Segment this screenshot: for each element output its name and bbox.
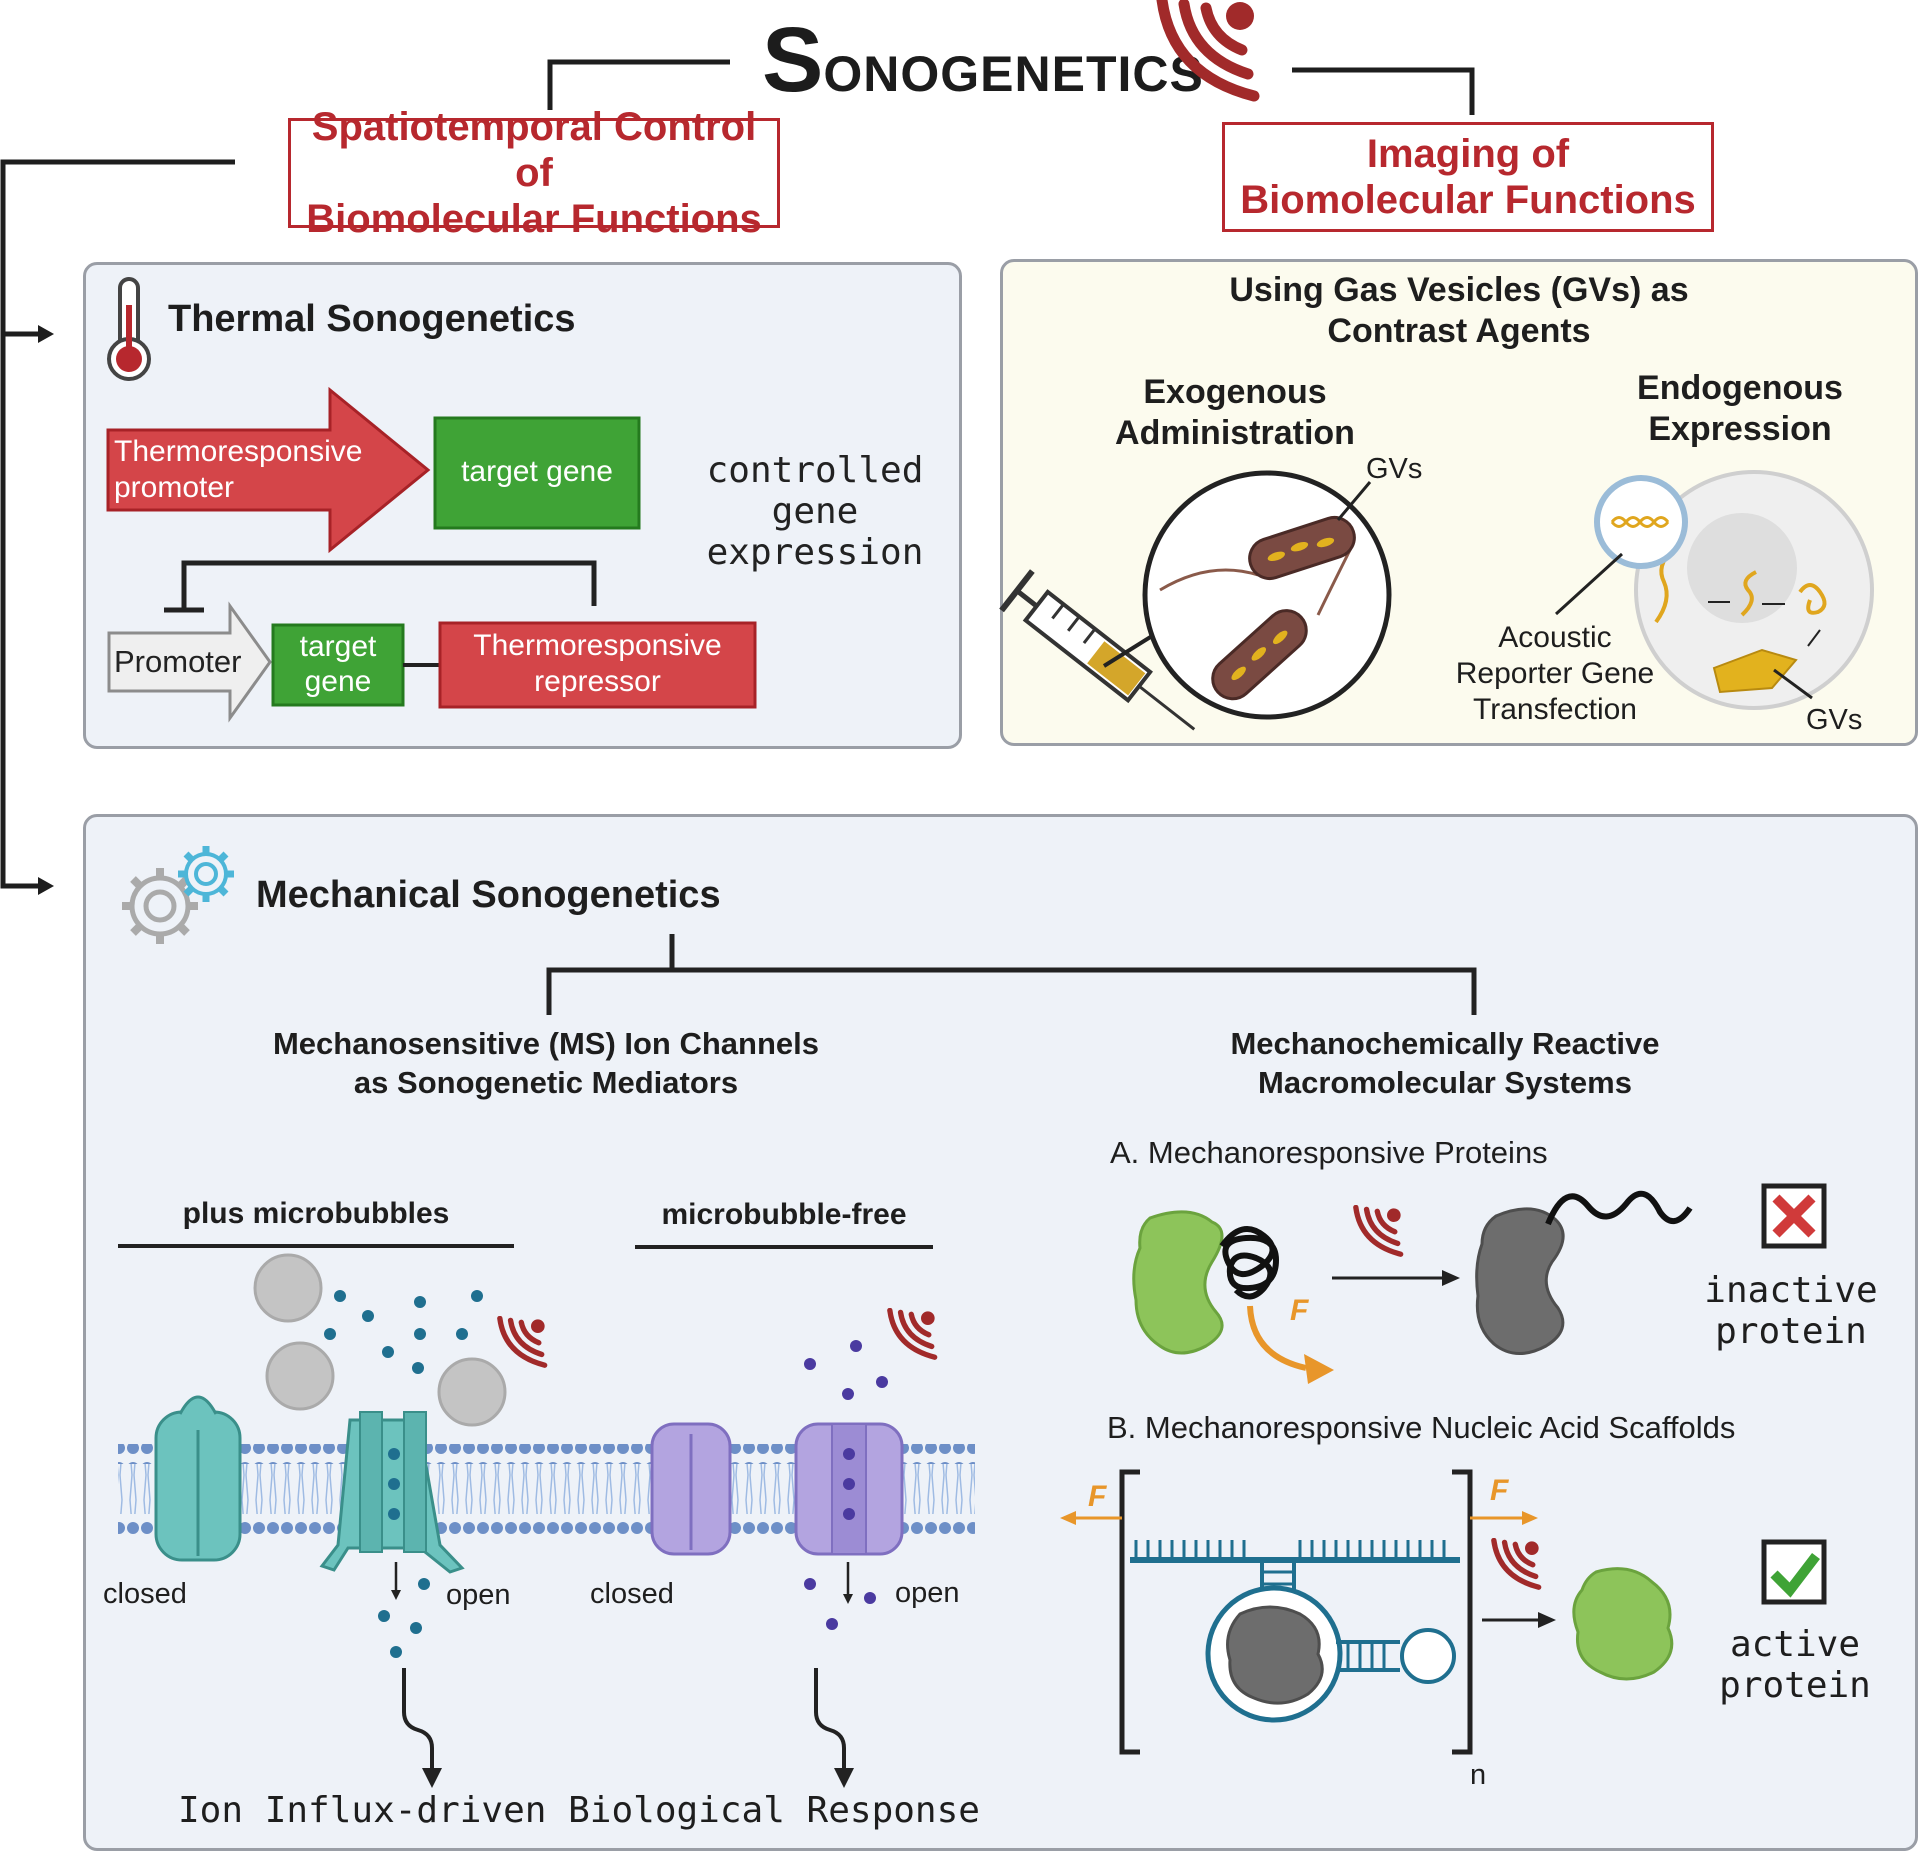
check-mark-icon [1761, 1539, 1827, 1605]
ultrasound-wave-icon [1353, 1205, 1404, 1257]
closed-teal-channel [154, 1395, 242, 1562]
ultrasound-wave-icon [1156, 0, 1260, 102]
scaffolds-section-title: B. Mechanoresponsive Nucleic Acid Scaffo… [1107, 1410, 1736, 1445]
open-label-1: open [446, 1579, 511, 1611]
title-rest: ONOGENETICS [823, 46, 1204, 102]
syringe-icon [999, 569, 1196, 731]
green-protein-blob [1132, 1210, 1224, 1355]
open-teal-channel [319, 1411, 465, 1574]
title-initial: S [762, 9, 824, 111]
gvs-label-1: GVs [1366, 453, 1423, 485]
force-label-1: F [1290, 1294, 1309, 1327]
thermometer-icon [107, 277, 151, 381]
ultrasound-wave-icon [887, 1308, 938, 1360]
gears-icon [122, 846, 234, 944]
closed-purple-channel [650, 1422, 732, 1556]
gvs-label-2: GVs [1806, 704, 1863, 736]
mechanical-title: Mechanical Sonogenetics [256, 874, 721, 916]
target-gene-label-1: target gene [461, 455, 613, 488]
microbubble-free-label: microbubble-free [661, 1198, 907, 1231]
ion-influx-response-text: Ion Influx-driven Biological Response [178, 1790, 980, 1831]
thermal-title: Thermal Sonogenetics [168, 298, 576, 340]
ultrasound-wave-icon [1491, 1538, 1542, 1590]
open-purple-channel [794, 1422, 904, 1556]
open-label-2: open [895, 1577, 960, 1609]
n-label: n [1470, 1759, 1487, 1791]
repressor-box [438, 621, 757, 709]
bacterium [1211, 609, 1308, 701]
proteins-section-title: A. Mechanoresponsive Proteins [1110, 1135, 1548, 1170]
promoter-arrow [107, 601, 272, 723]
ultrasound-wave-icon [497, 1316, 548, 1368]
green-protein-blob [1572, 1567, 1674, 1681]
promoter-plain-label: Promoter [114, 644, 242, 679]
force-label-3: F [1490, 1474, 1509, 1507]
cross-mark-icon [1761, 1183, 1827, 1249]
microbubble [253, 1253, 323, 1323]
microbubble [437, 1357, 507, 1427]
microbubble [265, 1341, 335, 1411]
plus-microbubbles-label: plus microbubbles [182, 1197, 450, 1230]
grey-protein-blob [1226, 1605, 1324, 1705]
bacterium [1248, 515, 1356, 581]
force-label-2: F [1088, 1480, 1107, 1513]
grey-protein-blob [1475, 1207, 1565, 1355]
target-gene-box-2 [271, 623, 405, 707]
thermoresponsive-promoter-arrow [106, 386, 431, 554]
microbubble-free-underline [635, 1245, 933, 1249]
plus-microbubbles-underline [118, 1244, 514, 1248]
closed-label-2: closed [590, 1578, 674, 1610]
gv-crystal-icon [1712, 648, 1798, 694]
closed-label-1: closed [103, 1578, 187, 1610]
page-title: SONOGENETICS [762, 10, 1204, 124]
target-gene-box-1 [433, 416, 641, 530]
